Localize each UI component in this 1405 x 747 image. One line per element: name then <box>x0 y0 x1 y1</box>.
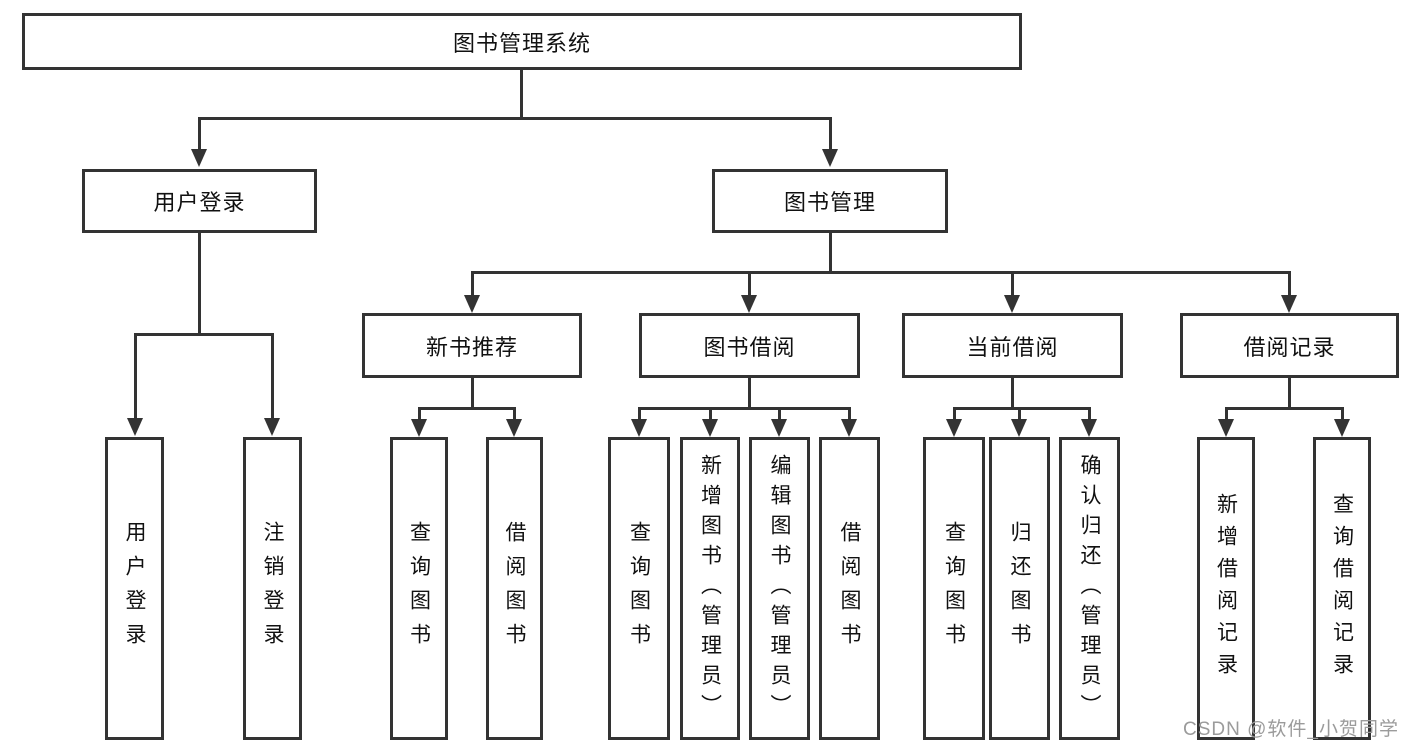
arrowhead-to-cb-query-books <box>946 419 962 437</box>
edge-to-bookborrow-shaft <box>748 271 751 297</box>
edge-root-rail <box>198 117 832 120</box>
edge-br-add-shaft <box>1225 407 1228 420</box>
arrowhead-to-br-query-record <box>1334 419 1350 437</box>
leaf-borrow-query-books-label: 查询图书 <box>627 520 651 657</box>
edge-currentborrow-rail <box>953 407 1090 410</box>
edge-cb-return-shaft <box>1018 407 1021 420</box>
edge-bookborrow-rail <box>638 407 850 410</box>
leaf-add-books-admin-label: 新增图书（管理员） <box>698 453 722 724</box>
node-user-login-label: 用户登录 <box>153 190 246 215</box>
arrowhead-to-leaf-logout <box>264 418 280 436</box>
leaf-borrow-borrow-books: 借阅图书 <box>819 437 880 740</box>
arrowhead-to-cb-return-books <box>1011 419 1027 437</box>
csdn-watermark: CSDN @软件_小贺同学 <box>1183 719 1399 740</box>
node-user-login: 用户登录 <box>82 169 317 233</box>
edge-to-borrowrecords-shaft <box>1288 271 1291 297</box>
edge-borrowrecords-rail <box>1225 407 1343 410</box>
leaf-return-books: 归还图书 <box>989 437 1050 740</box>
node-new-book-recommend-label: 新书推荐 <box>425 334 518 360</box>
leaf-edit-books-admin-label: 编辑图书（管理员） <box>768 453 791 724</box>
arrowhead-to-nb-query-books <box>411 419 427 437</box>
leaf-newbook-query-books: 查询图书 <box>390 437 448 740</box>
arrowhead-to-br-add-record <box>1218 419 1234 437</box>
node-borrow-records-label: 借阅记录 <box>1243 334 1336 360</box>
arrowhead-to-current-borrow <box>1004 295 1020 313</box>
edge-to-currentborrow-shaft <box>1011 271 1014 297</box>
node-book-borrow-label: 图书借阅 <box>703 334 796 360</box>
node-root-library-system: 图书管理系统 <box>22 13 1022 70</box>
leaf-current-query-books: 查询图书 <box>923 437 985 740</box>
arrowhead-to-book-borrow <box>741 295 757 313</box>
leaf-borrow-query-books: 查询图书 <box>608 437 670 740</box>
edge-newbooks-rail <box>418 407 516 410</box>
leaf-logout: 注销登录 <box>243 437 302 740</box>
arrowhead-to-bb-add-books <box>702 419 718 437</box>
leaf-newbook-borrow-books-label: 借阅图书 <box>503 520 526 657</box>
leaf-add-books-admin: 新增图书（管理员） <box>680 437 740 740</box>
edge-to-leaf-userlogin-shaft <box>134 333 137 419</box>
edge-bb-add-shaft <box>709 407 712 420</box>
node-borrow-records: 借阅记录 <box>1180 313 1399 378</box>
edge-userlogin-stem <box>198 233 201 336</box>
leaf-confirm-return-admin-label: 确认归还（管理员） <box>1078 453 1101 724</box>
leaf-logout-label: 注销登录 <box>261 520 284 657</box>
leaf-query-borrow-record-label: 查询借阅记录 <box>1330 492 1354 685</box>
leaf-edit-books-admin: 编辑图书（管理员） <box>749 437 810 740</box>
arrowhead-to-borrow-records <box>1281 295 1297 313</box>
node-book-management-label: 图书管理 <box>783 190 876 215</box>
edge-bookmgmt-stem <box>829 233 832 273</box>
edge-root-to-userlogin-shaft <box>198 117 201 150</box>
arrowhead-to-book-management <box>822 149 838 167</box>
edge-nb-query-shaft <box>418 407 421 420</box>
edge-borrowrecords-stem <box>1288 378 1291 410</box>
edge-br-query-shaft <box>1341 407 1344 420</box>
arrowhead-to-user-login <box>191 149 207 167</box>
edge-bookmgmt-rail <box>471 271 1290 274</box>
edge-bb-query-shaft <box>638 407 641 420</box>
edge-root-stem <box>520 70 523 117</box>
node-current-borrow-label: 当前借阅 <box>966 334 1059 360</box>
node-root-label: 图书管理系统 <box>452 30 591 56</box>
arrowhead-to-cb-confirm-return <box>1081 419 1097 437</box>
arrowhead-to-leaf-user-login <box>127 418 143 436</box>
leaf-confirm-return-admin: 确认归还（管理员） <box>1059 437 1120 740</box>
node-new-book-recommend: 新书推荐 <box>362 313 582 378</box>
leaf-add-borrow-record: 新增借阅记录 <box>1197 437 1255 740</box>
edge-currentborrow-stem <box>1011 378 1014 410</box>
node-current-borrow: 当前借阅 <box>902 313 1123 378</box>
edge-cb-confirm-shaft <box>1088 407 1091 420</box>
edge-cb-query-shaft <box>953 407 956 420</box>
leaf-user-login-label: 用户登录 <box>123 520 146 657</box>
leaf-borrow-borrow-books-label: 借阅图书 <box>838 520 861 657</box>
leaf-add-borrow-record-label: 新增借阅记录 <box>1214 492 1238 685</box>
arrowhead-to-bb-borrow-books <box>841 419 857 437</box>
arrowhead-to-nb-borrow-books <box>506 419 522 437</box>
arrowhead-to-bb-query-books <box>631 419 647 437</box>
leaf-current-query-books-label: 查询图书 <box>942 520 966 657</box>
edge-bookborrow-stem <box>748 378 751 410</box>
leaf-user-login: 用户登录 <box>105 437 164 740</box>
edge-bb-borrow-shaft <box>848 407 851 420</box>
leaf-query-borrow-record: 查询借阅记录 <box>1313 437 1371 740</box>
arrowhead-to-new-book-recommend <box>464 295 480 313</box>
edge-userlogin-rail <box>134 333 274 336</box>
edge-root-to-bookmgmt-shaft <box>829 117 832 150</box>
edge-newbooks-stem <box>471 378 474 410</box>
node-book-management: 图书管理 <box>712 169 948 233</box>
edge-bb-edit-shaft <box>778 407 781 420</box>
edge-nb-borrow-shaft <box>513 407 516 420</box>
leaf-newbook-query-books-label: 查询图书 <box>407 520 431 657</box>
node-book-borrow: 图书借阅 <box>639 313 860 378</box>
leaf-newbook-borrow-books: 借阅图书 <box>486 437 543 740</box>
arrowhead-to-bb-edit-books <box>771 419 787 437</box>
leaf-return-books-label: 归还图书 <box>1008 520 1031 657</box>
edge-to-leaf-logout-shaft <box>271 333 274 419</box>
edge-to-newbooks-shaft <box>471 271 474 297</box>
